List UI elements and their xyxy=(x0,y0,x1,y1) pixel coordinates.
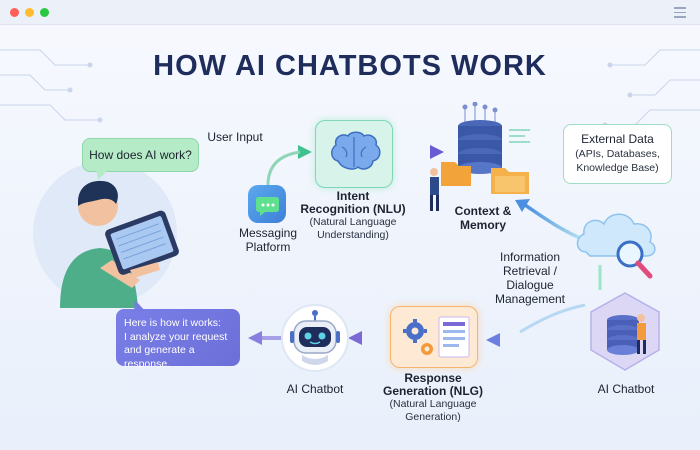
nlg-label: Response Generation (NLG) (Natural Langu… xyxy=(372,372,494,424)
nlu-title-line-2: Recognition (NLU) xyxy=(300,202,406,216)
response-line-2: I analyze your request xyxy=(124,330,228,343)
nlg-tile xyxy=(390,306,478,368)
robot-icon xyxy=(281,304,349,372)
messaging-platform-icon xyxy=(248,185,286,223)
maximize-window-button[interactable] xyxy=(40,8,49,17)
response-bubble-tail xyxy=(134,300,146,312)
messaging-label-line-2: Platform xyxy=(245,240,291,254)
cloud-search-icon xyxy=(576,213,656,279)
user-input-label: User Input xyxy=(207,130,263,144)
chatbot-server-icon xyxy=(590,292,660,371)
circuit-decoration-left xyxy=(0,49,103,123)
retrieval-label: Information Retrieval / Dialogue Managem… xyxy=(470,250,590,306)
nlu-sub-line-2: Understanding) xyxy=(317,229,389,241)
response-text: Here is how it works: I analyze your req… xyxy=(124,317,240,371)
response-bubble: Here is how it works: I analyze your req… xyxy=(116,309,240,370)
user-message-text: How does AI work? xyxy=(89,148,192,162)
chatbot-right-label: AI Chatbot xyxy=(597,382,655,396)
context-label-line-1: Context & xyxy=(454,204,512,218)
brain-icon xyxy=(331,131,381,170)
minimize-window-button[interactable] xyxy=(25,8,34,17)
messaging-platform-label: Messaging Platform xyxy=(226,226,310,254)
gears-document-icon xyxy=(403,316,470,358)
nlg-title-line-1: Response xyxy=(404,371,462,385)
nlg-sub-line-1: (Natural Language xyxy=(389,398,477,410)
response-line-1: Here is how it works: xyxy=(124,317,221,329)
nlu-label: Intent Recognition (NLU) (Natural Langua… xyxy=(290,190,416,242)
nlg-sub-line-2: Generation) xyxy=(405,411,461,423)
hamburger-icon[interactable] xyxy=(674,7,686,21)
nlu-sub-line-1: (Natural Language xyxy=(309,216,397,228)
user-message-bubble: How does AI work? xyxy=(82,138,199,172)
close-window-button[interactable] xyxy=(10,8,19,17)
database-folders-illustration xyxy=(430,102,530,211)
person-with-tablet-illustration xyxy=(33,161,179,308)
external-data-box: External Data (APIs, Databases, Knowledg… xyxy=(563,124,672,184)
window-titlebar xyxy=(0,0,700,25)
external-data-title: External Data xyxy=(581,132,654,146)
nlg-title-line-2: Generation (NLG) xyxy=(382,384,483,398)
external-data-sub-2: Knowledge Base) xyxy=(576,162,659,174)
external-data-sub-1: (APIs, Databases, xyxy=(575,148,660,160)
context-memory-label: Context & Memory xyxy=(448,204,518,232)
chatbot-left-label: AI Chatbot xyxy=(286,382,344,396)
retrieval-line-3: Dialogue Management xyxy=(494,278,566,306)
retrieval-line-1: Information xyxy=(499,250,561,264)
page-title: HOW AI CHATBOTS WORK xyxy=(153,50,547,82)
response-line-3: and generate a response. xyxy=(124,344,195,370)
context-label-line-2: Memory xyxy=(459,218,506,232)
nlu-brain-tile xyxy=(315,120,393,188)
user-bubble-tail xyxy=(96,168,110,180)
messaging-label-line-1: Messaging xyxy=(238,226,298,240)
retrieval-line-2: Retrieval / xyxy=(502,264,558,278)
nlu-title-line-1: Intent xyxy=(336,189,370,203)
